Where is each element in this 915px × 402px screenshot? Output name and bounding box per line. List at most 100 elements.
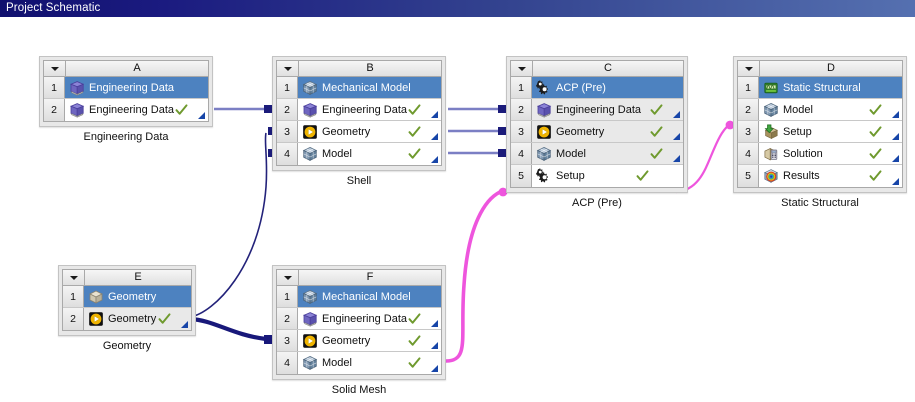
row-cell[interactable]: Setup [532,165,683,187]
system-block-c[interactable]: C 1 ACP (Pre) 2 Engineering Data [506,56,688,209]
update-corner-marker[interactable] [431,111,438,118]
system-block-b[interactable]: B 1 Mechanical Model 2 Engineering Data [272,56,446,187]
system-cell-row[interactable]: 1 Mechanical Model [277,286,441,308]
row-cell[interactable]: ACP (Pre) [532,77,683,98]
system-dropdown-button[interactable] [277,61,299,76]
row-cell[interactable]: Geometry [84,286,191,307]
system-cell-row[interactable]: 4 Model [511,143,683,165]
system-cell-row[interactable]: 1 Static Structural [738,77,902,99]
row-cell[interactable]: Model [298,143,441,165]
row-cell[interactable]: Model [532,143,683,164]
row-cell[interactable]: Engineering Data [532,99,683,120]
system-caption[interactable]: Static Structural [781,197,859,209]
row-cell[interactable]: Setup [759,121,902,142]
row-cell[interactable]: Model [298,352,441,374]
update-corner-marker[interactable] [892,133,899,140]
row-cell[interactable]: Static Structural [759,77,902,98]
system-frame[interactable]: A 1 Engineering Data 2 Engineering Data [39,56,213,127]
system-cell-row[interactable]: 1 ACP (Pre) [511,77,683,99]
system-cell-row[interactable]: 5 Results [738,165,902,187]
row-cell[interactable]: Engineering Data [298,99,441,120]
row-cell[interactable]: Geometry [532,121,683,142]
system-header[interactable]: B [276,60,442,76]
update-corner-marker[interactable] [892,155,899,162]
system-caption[interactable]: Solid Mesh [331,384,387,396]
link-E2-to-B3[interactable] [189,132,268,318]
system-header[interactable]: C [510,60,684,76]
update-corner-marker[interactable] [431,342,438,349]
system-cell-row[interactable]: 1 Mechanical Model [277,77,441,99]
system-cell-row[interactable]: 3 Setup [738,121,902,143]
row-cell[interactable]: Mechanical Model [298,286,441,307]
system-block-e[interactable]: E 1 Geometry 2 Geometry Geometry [58,265,196,352]
row-cell[interactable]: Results [759,165,902,187]
status-check-icon [869,147,882,160]
system-frame[interactable]: F 1 Mechanical Model 2 Engineering Data [272,265,446,380]
system-cell-row[interactable]: 2 Engineering Data [277,99,441,121]
row-cell[interactable]: Model [759,99,902,120]
system-header[interactable]: A [43,60,209,76]
schematic-canvas[interactable]: A 1 Engineering Data 2 Engineering Data [0,17,915,402]
system-cell-row[interactable]: 2 Model [738,99,902,121]
system-header[interactable]: F [276,269,442,285]
system-rows: 1 Static Structural 2 Model 3 [737,76,903,188]
row-cell[interactable]: Solution [759,143,902,164]
link-F4-to-C5[interactable] [444,187,508,363]
system-cell-row[interactable]: 2 Engineering Data [44,99,208,121]
update-corner-marker[interactable] [431,365,438,372]
row-cell[interactable]: Engineering Data [65,77,208,98]
update-corner-marker[interactable] [181,321,188,328]
system-cell-row[interactable]: 3 Geometry [277,330,441,352]
update-corner-marker[interactable] [892,178,899,185]
update-corner-marker[interactable] [892,111,899,118]
geometry-icon [536,124,552,140]
link-A2-to-B2[interactable] [214,105,272,113]
system-cell-row[interactable]: 2 Geometry [63,308,191,330]
system-cell-row[interactable]: 5 Setup [511,165,683,187]
row-cell[interactable]: Geometry [84,308,191,330]
row-cell[interactable]: Geometry [298,121,441,142]
row-cell[interactable]: Mechanical Model [298,77,441,98]
row-cell[interactable]: Engineering Data [65,99,208,121]
system-cell-row[interactable]: 2 Engineering Data [511,99,683,121]
system-caption[interactable]: ACP (Pre) [572,197,622,209]
row-number: 1 [44,77,65,98]
update-corner-marker[interactable] [431,133,438,140]
status-check-icon [408,357,421,370]
system-cell-row[interactable]: 1 Engineering Data [44,77,208,99]
row-label: Static Structural [783,81,861,94]
system-frame[interactable]: D 1 Static Structural 2 Model [733,56,907,193]
update-corner-marker[interactable] [431,320,438,327]
system-header[interactable]: E [62,269,192,285]
row-cell[interactable]: Engineering Data [298,308,441,329]
system-caption[interactable]: Shell [346,175,372,187]
system-cell-row[interactable]: 3 Geometry [511,121,683,143]
update-corner-marker[interactable] [431,156,438,163]
row-cell[interactable]: Geometry [298,330,441,351]
system-cell-row[interactable]: 4 Solution [738,143,902,165]
system-dropdown-button[interactable] [44,61,66,76]
system-frame[interactable]: E 1 Geometry 2 Geometry [58,265,196,336]
system-dropdown-button[interactable] [511,61,533,76]
system-cell-row[interactable]: 4 Model [277,352,441,374]
system-block-f[interactable]: F 1 Mechanical Model 2 Engineering Data [272,265,446,396]
update-corner-marker[interactable] [673,111,680,118]
system-dropdown-button[interactable] [277,270,299,285]
system-cell-row[interactable]: 3 Geometry [277,121,441,143]
system-frame[interactable]: B 1 Mechanical Model 2 Engineering Data [272,56,446,171]
link-E2-to-F3[interactable] [187,316,273,344]
system-frame[interactable]: C 1 ACP (Pre) 2 Engineering Data [506,56,688,193]
system-cell-row[interactable]: 2 Engineering Data [277,308,441,330]
system-block-a[interactable]: A 1 Engineering Data 2 Engineering Data [39,56,213,143]
system-block-d[interactable]: D 1 Static Structural 2 Model [733,56,907,209]
update-corner-marker[interactable] [673,133,680,140]
system-cell-row[interactable]: 1 Geometry [63,286,191,308]
system-cell-row[interactable]: 4 Model [277,143,441,165]
system-caption[interactable]: Geometry [102,340,152,352]
system-caption[interactable]: Engineering Data [83,131,169,143]
system-dropdown-button[interactable] [63,270,85,285]
system-dropdown-button[interactable] [738,61,760,76]
system-header[interactable]: D [737,60,903,76]
update-corner-marker[interactable] [198,112,205,119]
update-corner-marker[interactable] [673,155,680,162]
